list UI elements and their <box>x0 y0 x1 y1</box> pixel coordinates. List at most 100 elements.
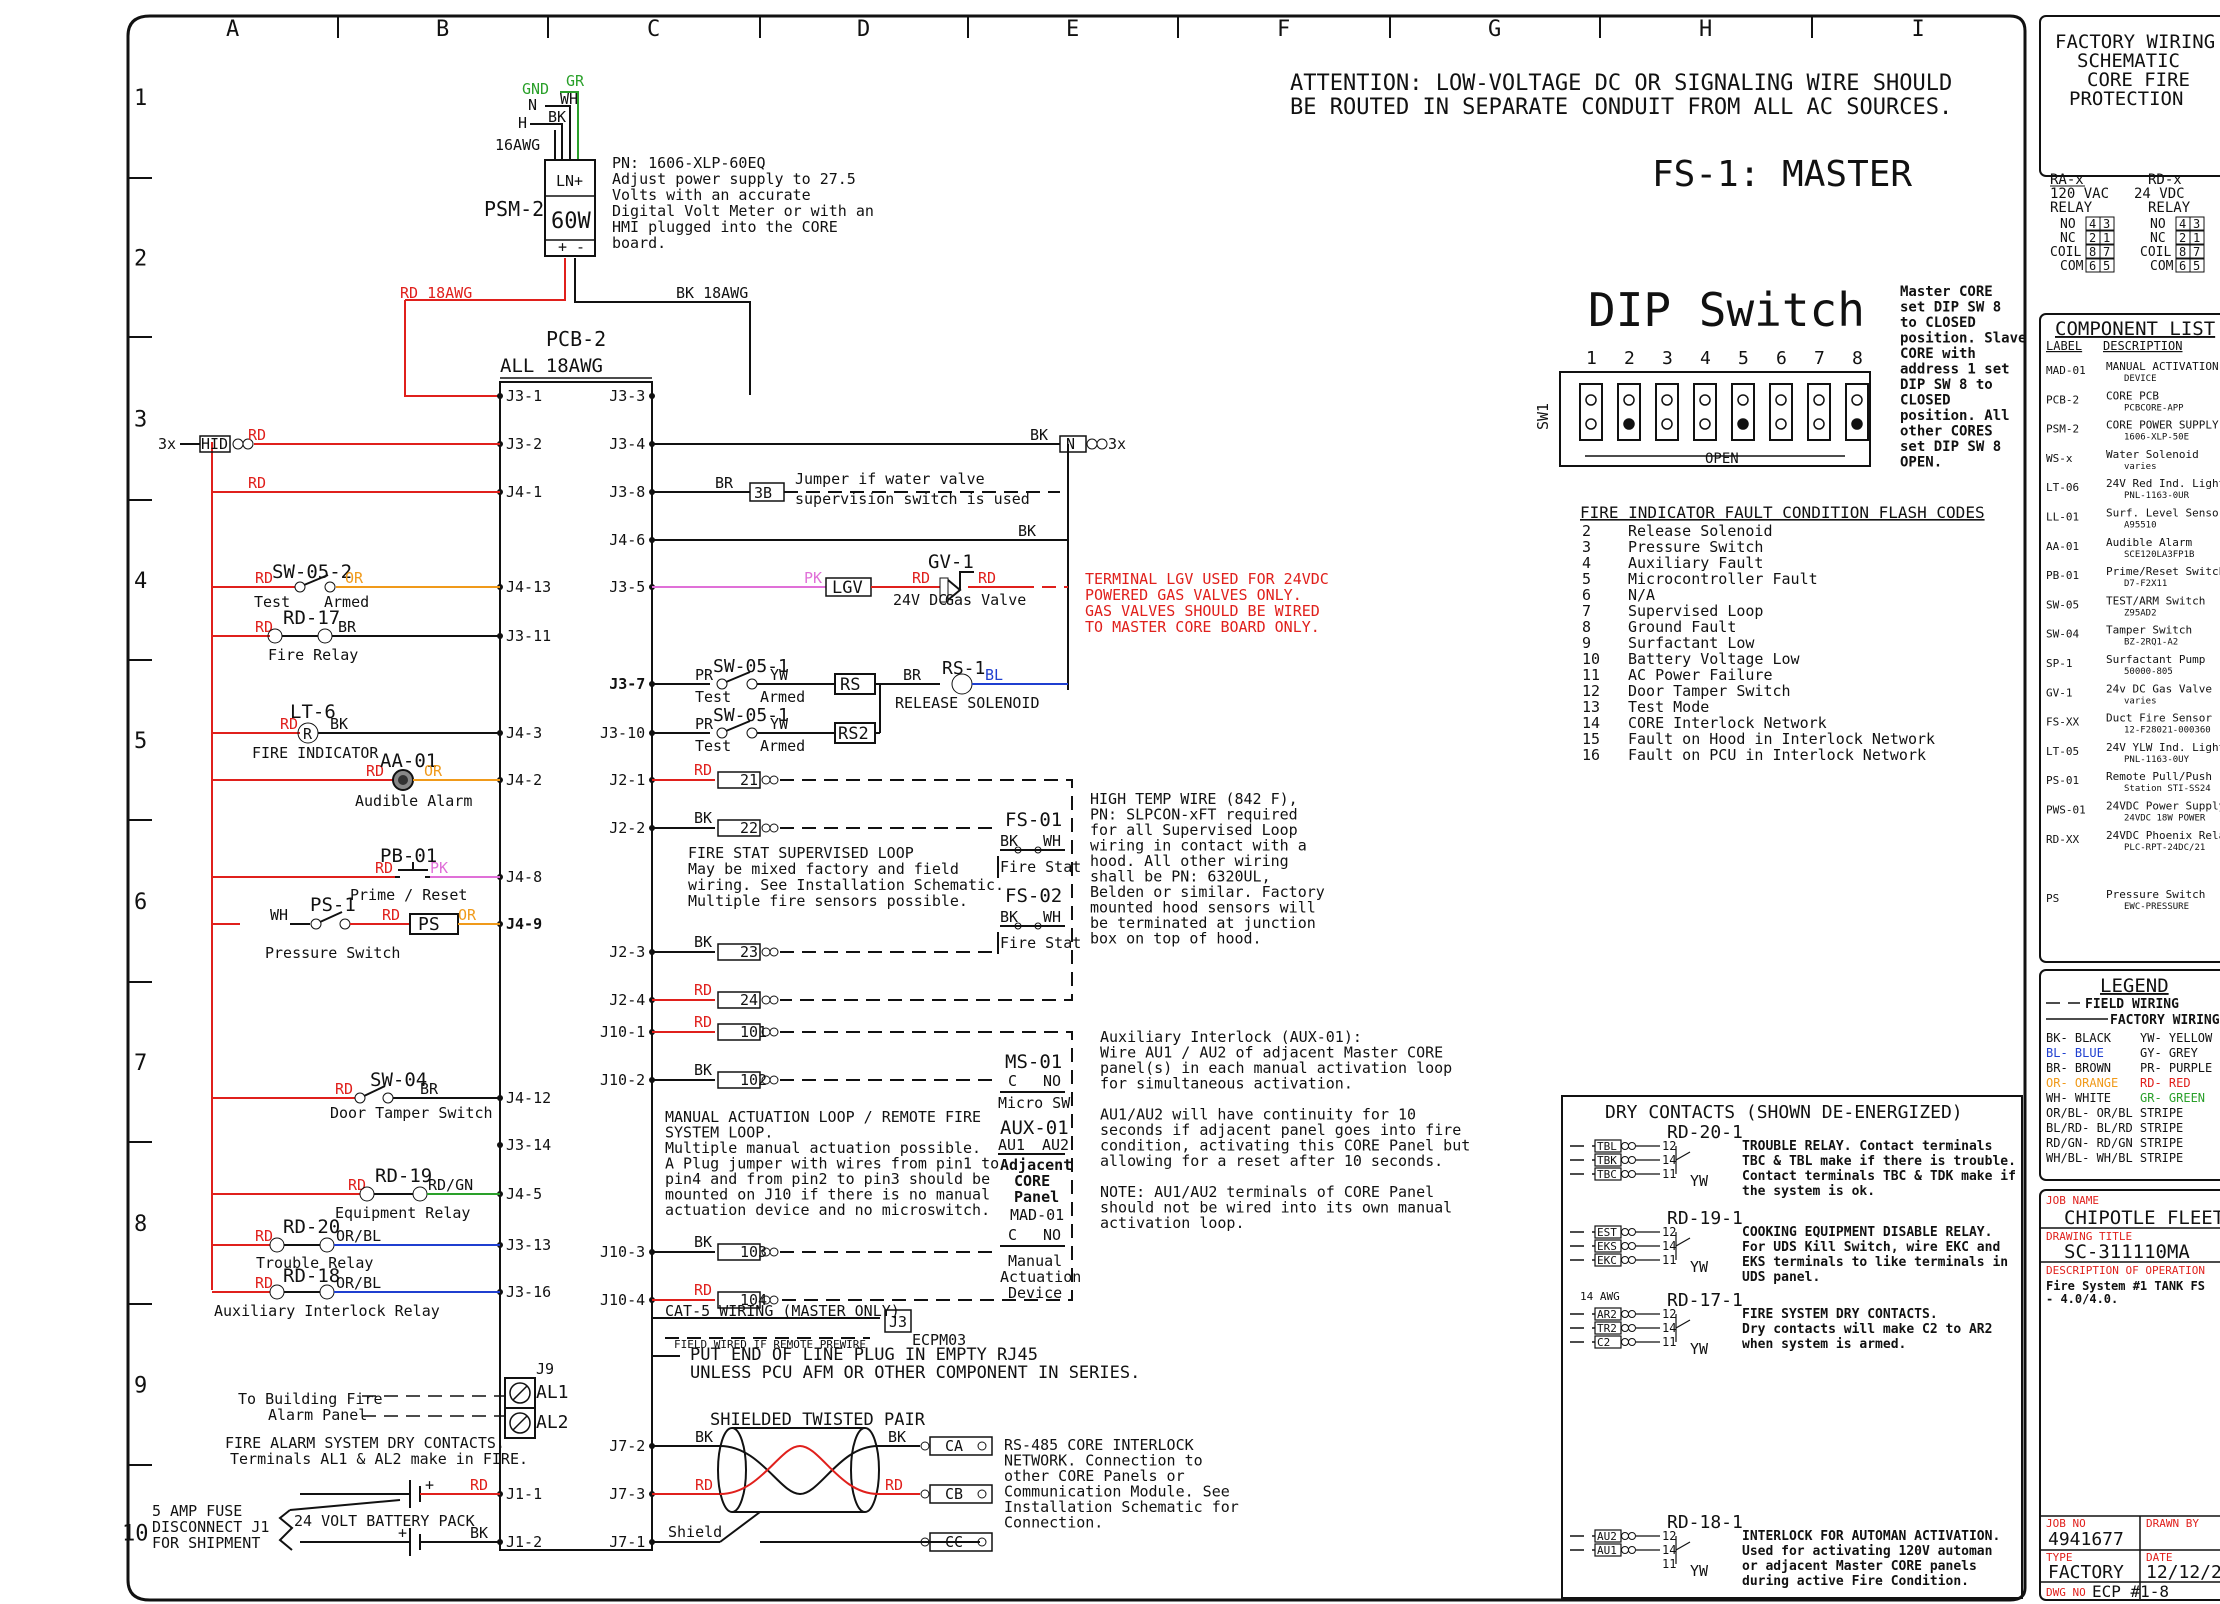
terminal-j1-1: J1-1 <box>506 1485 542 1503</box>
terminal-j3-14: J3-14 <box>506 1136 551 1154</box>
relay-pin: 7 <box>2193 245 2200 259</box>
neutral-count: 3x <box>1108 435 1126 453</box>
dip-toggle <box>1579 383 1603 441</box>
relay-terminal-label: AU1 <box>1597 1544 1617 1557</box>
sw-05-1-label: SW-05-1 <box>713 656 789 677</box>
aux-note-line: Wire AU1 / AU2 of adjacent Master CORE <box>1100 1044 1443 1062</box>
wire-color: BK <box>1000 908 1018 926</box>
flash-code-text: N/A <box>1628 586 1655 604</box>
rj45-note-line: PUT END OF LINE PLUG IN EMPTY RJ45 <box>690 1345 1038 1365</box>
relay-row-label: NC <box>2150 231 2166 246</box>
flash-code-text: Test Mode <box>1628 698 1709 716</box>
flash-code-number: 13 <box>1582 698 1600 716</box>
component-part-number: PNL-1163-0UY <box>2124 755 2190 765</box>
rs485-terminal-cc <box>929 1532 993 1552</box>
dip-note-line: position. Slave <box>1900 331 2026 347</box>
terminal-j4-1: J4-1 <box>506 483 542 501</box>
awg-label: 14 AWG <box>1580 1290 1620 1303</box>
legend-color: PR- PURPLE <box>2140 1061 2212 1075</box>
component-description: MANUAL ACTIVATION <box>2106 360 2219 373</box>
manual-note-line: Multiple manual actuation possible. <box>665 1139 981 1157</box>
dip-toggle <box>1693 383 1717 441</box>
relay-terminal-label: EST <box>1597 1226 1617 1239</box>
relay-description-line: Used for activating 120V automan <box>1742 1544 1992 1559</box>
wire-color: OR <box>345 569 364 587</box>
wire-color: YW <box>1690 1562 1709 1580</box>
neutral-terminal <box>1059 435 1087 453</box>
alarm-panel-label: Alarm Panel <box>268 1406 367 1424</box>
legend-color: RD/GN- RD/GN STRIPE <box>2046 1136 2183 1150</box>
component-part-number: 24VDC 18W POWER <box>2124 814 2206 824</box>
svg-text:BK: BK <box>548 108 566 126</box>
legend-color: BK- BLACK <box>2046 1031 2112 1045</box>
flash-code-number: 4 <box>1582 554 1591 572</box>
switch-test-label: Test <box>695 737 731 755</box>
wire-color: YW <box>1690 1172 1709 1190</box>
wire-color: PK <box>804 569 822 587</box>
dip-toggle <box>1655 383 1679 441</box>
terminal-number-label: 24 <box>740 991 758 1009</box>
flash-code-text: Pressure Switch <box>1628 538 1763 556</box>
high-temp-note-line: for all Supervised Loop <box>1090 821 1298 839</box>
relay-name: RD-19-1 <box>1667 1208 1743 1229</box>
adjacent-panel-line: Panel <box>1014 1188 1059 1206</box>
flash-code-text: Release Solenoid <box>1628 522 1773 540</box>
component-description: Pressure Switch <box>2106 888 2205 901</box>
terminal-j4-9: J4-9 <box>506 915 542 933</box>
relay-terminal-label: TR2 <box>1597 1322 1617 1335</box>
zone-label-9: 9 <box>134 1374 147 1399</box>
manual-note-line: A Plug jumper with wires from pin1 to <box>665 1155 999 1173</box>
dip-toggle <box>1769 383 1793 441</box>
dip-note-line: address 1 set <box>1900 362 2010 378</box>
date-label: DATE <box>2146 1551 2173 1564</box>
component-label-header: LABEL <box>2046 339 2082 353</box>
component-label: RD-XX <box>2046 833 2079 846</box>
high-temp-note-line: Belden or similar. Factory <box>1090 883 1325 901</box>
aux-note-line: NOTE: AU1/AU2 terminals of CORE Panel <box>1100 1183 1434 1201</box>
terminal-al2: AL2 <box>536 1412 569 1433</box>
terminal-j1-2: J1-2 <box>506 1533 542 1551</box>
wire-color: PK <box>430 859 448 877</box>
legend-color: WH- WHITE <box>2046 1091 2111 1105</box>
fire-stat-label: FS-02 <box>1005 885 1062 907</box>
zone-label-10: 10 <box>122 1522 149 1547</box>
terminal-j10-4: J10-4 <box>600 1291 645 1309</box>
job-name-label: JOB NAME <box>2046 1194 2099 1207</box>
jumper-note-line: Jumper if water valve <box>795 470 985 488</box>
prime-reset-label: Prime / Reset <box>350 886 467 904</box>
terminal-102 <box>717 1071 761 1089</box>
dip-open-label: OPEN <box>1705 451 1739 467</box>
shielded-pair-label: SHIELDED TWISTED PAIR <box>710 1410 926 1430</box>
manual-note-line: MANUAL ACTUATION LOOP / REMOTE FIRE <box>665 1108 981 1126</box>
terminal-j7-2: J7-2 <box>609 1437 645 1455</box>
terminal-number-label: 103 <box>740 1243 767 1261</box>
relay-description-line: UDS panel. <box>1742 1270 1820 1285</box>
flash-code-number: 8 <box>1582 618 1591 636</box>
svg-text:+ -: + - <box>558 238 585 256</box>
relay-pin: 6 <box>2089 259 2096 273</box>
legend-color: BR- BROWN <box>2046 1061 2111 1075</box>
shield-label: Shield <box>668 1523 722 1541</box>
pb-01-label: PB-01 <box>380 845 437 867</box>
terminal-j3-4: J3-4 <box>609 435 645 453</box>
pressure-switch-label: Pressure Switch <box>265 944 400 962</box>
gas-valve-label: Gas Valve <box>945 591 1026 609</box>
component-description: 24V YLW Ind. Light <box>2106 741 2220 754</box>
wire-color: BK <box>888 1428 906 1446</box>
battery-plus: + <box>398 1524 407 1542</box>
flash-code-number: 5 <box>1582 570 1591 588</box>
fire-indicator-label: FIRE INDICATOR <box>252 744 379 762</box>
component-description: Duct Fire Sensor <box>2106 712 2212 725</box>
terminal-24 <box>717 991 761 1009</box>
component-part-number: BZ-2RQ1-A2 <box>2124 638 2178 648</box>
terminal-j7-1: J7-1 <box>609 1533 645 1551</box>
component-label: AA-01 <box>2046 540 2079 553</box>
sw-05-2-label: SW-05-2 <box>272 561 352 583</box>
dip-note-line: other CORES <box>1900 424 1993 440</box>
zone-label-G: G <box>1488 17 1501 42</box>
wire-color: RD <box>694 1013 712 1031</box>
relay-pin-number: 12 <box>1662 1307 1676 1321</box>
wire-color: BK <box>470 1524 488 1542</box>
rs485-note-line: Communication Module. See <box>1004 1483 1230 1501</box>
psu-note-line: board. <box>612 234 666 252</box>
